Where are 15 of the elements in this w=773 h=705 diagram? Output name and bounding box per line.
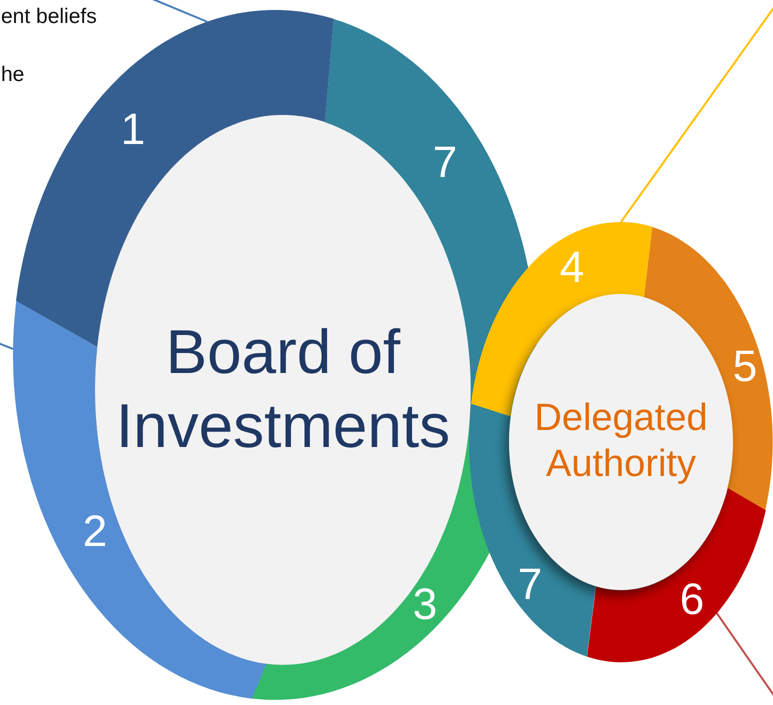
note-text: he: [1, 64, 24, 85]
leader-line: [716, 612, 773, 698]
circle-title: Delegated Authority: [533, 396, 709, 487]
leader-line: [0, 342, 14, 350]
segment-number: 3: [412, 582, 438, 627]
segment-number: 1: [120, 108, 146, 152]
segment-number: 2: [82, 510, 108, 554]
segment-number: 4: [560, 246, 584, 290]
segment-number: 5: [732, 344, 758, 389]
segment-number: 7: [432, 140, 458, 185]
circle-title: Board of Investments: [114, 316, 452, 463]
note-text: ent beliefs: [1, 6, 97, 27]
segment-number: 7: [518, 562, 542, 607]
leader-line: [620, 5, 773, 223]
segment-number: 6: [680, 578, 704, 622]
